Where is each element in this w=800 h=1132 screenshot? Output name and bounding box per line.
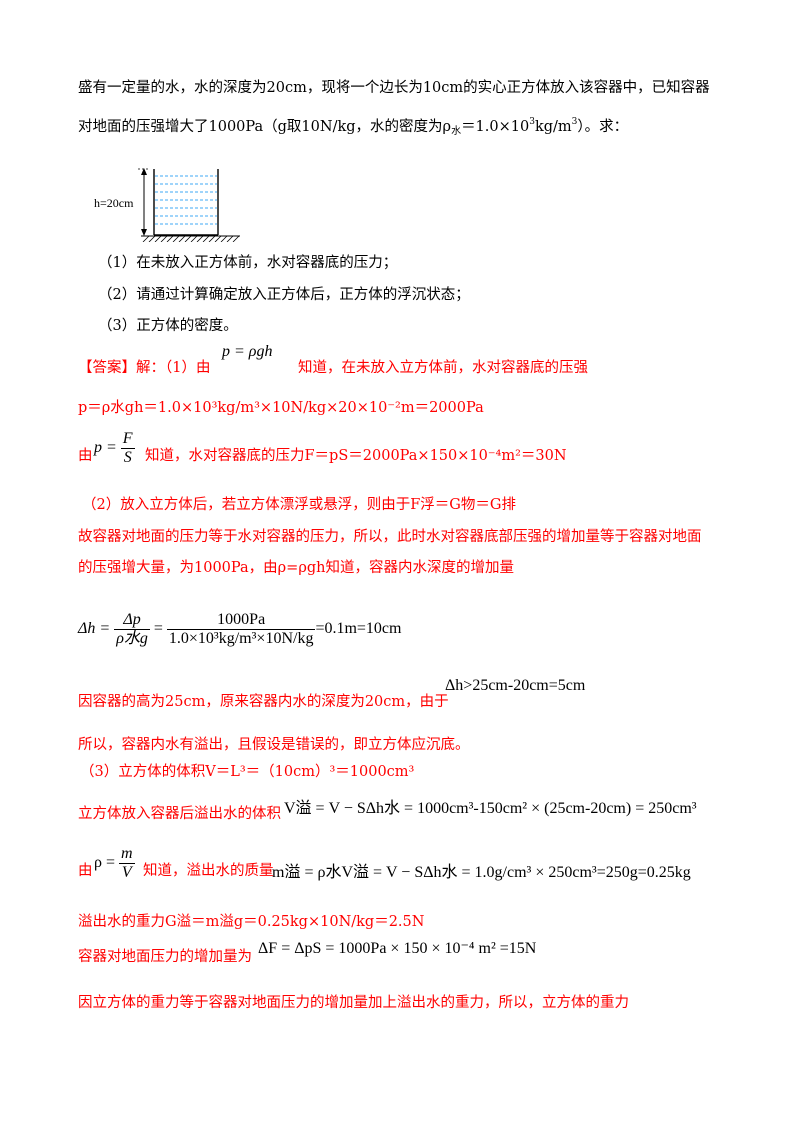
- answer-tag: 【答案】: [78, 360, 136, 376]
- intro-line-2: 对地面的压强增大了1000Pa（g取10N/kg，水的密度为ρ水＝1.0×103…: [78, 112, 628, 142]
- answer-line-13: 溢出水的重力G溢＝m溢g＝0.25kg×10N/kg＝2.5N: [78, 914, 425, 930]
- intro-line-2-d: ）。求：: [577, 119, 629, 135]
- answer-line-1: 【答案】解：（1）由: [78, 358, 210, 378]
- answer-line-15: 因立方体的重力等于容器对地面压力的增加量加上溢出水的重力，所以，立方体的重力: [78, 995, 629, 1011]
- fraction-v: V: [121, 864, 132, 881]
- answer-l3-a: 由: [78, 448, 93, 464]
- formula-delta-h: Δh = Δp ρ水g = 1000Pa 1.0×10³kg/m³×10N/kg…: [78, 611, 402, 648]
- formula-overflow-volume: V溢 = V − SΔh水 = 1000cm³-150cm² × (25cm-2…: [284, 800, 697, 817]
- answer-l1-a: 解：（1）由: [136, 360, 211, 376]
- question-3: （3）正方体的密度。: [98, 318, 238, 334]
- answer-l1-b: 知道，在未放入立方体前，水对容器底的压强: [298, 360, 588, 376]
- answer-line-4: （2）放入立方体后，若立方体漂浮或悬浮，则由于F浮＝G物＝G排: [82, 497, 516, 513]
- answer-line-14: 容器对地面压力的增加量为: [78, 949, 252, 965]
- answer-line-10: （3）立方体的体积V＝L³＝（10cm）³＝1000cm³: [80, 764, 415, 780]
- formula-rho-m-over-v: ρ = m V: [94, 845, 135, 882]
- fraction-delta-p-den: ρ水g: [116, 630, 148, 647]
- formula-overflow-mass: m溢 = ρ水V溢 = V − SΔh水 = 1.0g/cm³ × 250cm³…: [272, 864, 691, 881]
- answer-l12-a: 由: [78, 863, 93, 879]
- intro-line-2-sup2: 3: [571, 117, 578, 127]
- figure-h-label: h=20cm: [94, 196, 134, 210]
- fraction-denominator: S: [123, 449, 132, 466]
- formula-rho: ρ =: [94, 854, 116, 872]
- container-figure: [138, 168, 240, 242]
- intro-line-2-a: 对地面的压强增大了1000Pa（g取10N/kg，水的密度为ρ: [78, 119, 452, 135]
- question-1: （1）在未放入正方体前，水对容器底的压力；: [98, 255, 398, 271]
- intro-line-2-sub: 水: [451, 126, 462, 137]
- fraction-numerator: F: [120, 430, 135, 449]
- answer-line-3: 知道，水对容器底的压力F＝pS＝2000Pa×150×10⁻⁴m²＝30N: [145, 448, 567, 464]
- answer-line-6: 的压强增大量，为1000Pa，由ρ=ρgh知道，容器内水深度的增加量: [78, 560, 514, 576]
- fraction-values: 1000Pa 1.0×10³kg/m³×10N/kg: [166, 611, 316, 648]
- formula-delta-h-rhs: =0.1m=10cm: [315, 620, 402, 638]
- formula-delta-f: ΔF = ΔpS = 1000Pa × 150 × 10⁻⁴ m² =15N: [258, 940, 537, 957]
- answer-line-8: 因容器的高为25cm，原来容器内水的深度为20cm，由于: [78, 694, 449, 710]
- formula-p: p: [94, 439, 102, 457]
- fraction-values-num: 1000Pa: [166, 611, 316, 630]
- intro-line-2-sup: 3: [529, 117, 535, 127]
- formula-p-eq-f-over-s: p = F S: [94, 430, 135, 467]
- answer-line-12: 知道，溢出水的质量: [143, 863, 274, 879]
- answer-line-2: p＝ρ水gh＝1.0×10³kg/m³×10N/kg×20×10⁻²m＝2000…: [78, 400, 484, 416]
- answer-line-5: 故容器对地面的压力等于水对容器的压力，所以，此时水对容器底部压强的增加量等于容器…: [78, 529, 702, 545]
- intro-line-2-b: ＝1.0×10: [461, 119, 530, 135]
- question-2: （2）请通过计算确定放入正方体后，正方体的浮沉状态；: [98, 287, 470, 303]
- fraction-m-over-v: m V: [119, 845, 135, 882]
- answer-line-11: 立方体放入容器后溢出水的体积: [78, 806, 281, 822]
- fraction-delta-p: Δp ρ水g: [114, 611, 150, 648]
- formula-delta-h-lhs: Δh =: [78, 620, 111, 638]
- intro-line-2-c: kg/m: [534, 119, 572, 135]
- formula-delta-h-compare: Δh>25cm-20cm=5cm: [445, 677, 586, 694]
- fraction-m: m: [119, 845, 135, 864]
- intro-line-1: 盛有一定量的水，水的深度为20cm，现将一个边长为10cm的实心正方体放入该容器…: [78, 80, 710, 96]
- formula-p-rho-g-h: p = ρgh: [222, 343, 273, 360]
- fraction-values-den: 1.0×10³kg/m³×10N/kg: [168, 630, 314, 647]
- answer-line-9: 所以，容器内水有溢出，且假设是错误的，即立方体应沉底。: [78, 737, 470, 753]
- fraction-delta-p-num: Δp: [114, 611, 150, 630]
- fraction-f-over-s: F S: [120, 430, 135, 467]
